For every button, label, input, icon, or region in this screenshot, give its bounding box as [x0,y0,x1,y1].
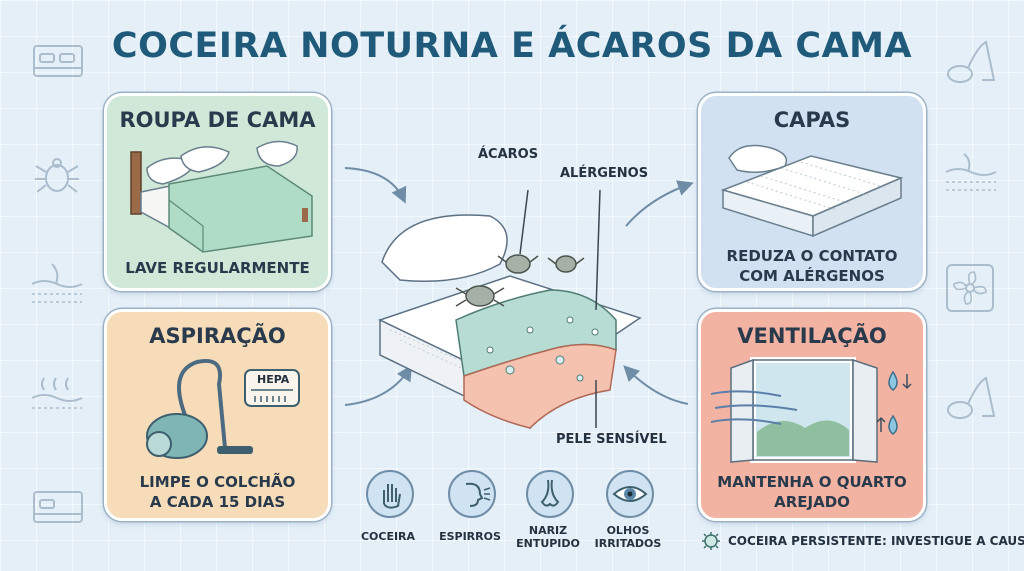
card-vacuum-caption-1: LIMPE O COLCHÃO [139,473,296,491]
symptom-label-4b: IRRITADOS [594,537,662,550]
card-vacuum-caption-2: A CADA 15 DIAS [149,493,286,511]
mattress-cover-illustration [720,144,904,238]
sensitive-skin-label: PELE SENSÍVEL [556,432,667,447]
vacuum-icon-edge-2 [947,376,996,419]
hepa-label: HEPA [257,373,290,386]
mattress-cross-section [378,189,642,430]
bed-illustration [130,140,313,253]
card-covers: CAPAS REDUZA O CONTATO COM ALÉRGENOS [698,93,926,291]
symptom-label-2: ESPIRROS [439,530,501,543]
hand-scratch-icon [366,470,414,518]
fan-icon [946,264,994,312]
symptom-label-1: COCEIRA [360,530,416,543]
card-ventilation-caption-2: AREJADO [774,493,850,511]
card-vacuum-title: ASPIRAÇÃO [149,324,286,348]
sneeze-icon [448,470,496,518]
arrow-covers [625,180,694,227]
card-covers-caption-2: COM ALÉRGENOS [739,267,885,285]
skin-hair-icon [31,263,83,303]
card-ventilation-caption-1: MANTENHA O QUARTO [717,473,907,491]
skin-heat-icon [31,377,83,409]
arrow-vacuum [344,364,413,406]
bed-icon [33,45,83,77]
mite-icon [35,158,79,193]
card-covers-caption-1: REDUZA O CONTATO [726,247,898,265]
card-covers-title: CAPAS [773,108,851,132]
nose-icon [526,470,574,518]
skin-hair-icon-right [945,153,997,191]
arrow-ventilation [623,365,689,405]
symptom-label-4a: OLHOS [606,524,650,537]
page-title: COCEIRA NOTURNA E ÁCAROS DA CAMA [111,26,913,66]
bed-icon-bottom [33,491,83,523]
card-ventilation: VENTILAÇÃO MANTENHA O QUARTO AREJADO [698,309,926,521]
card-ventilation-title: VENTILAÇÃO [737,324,887,348]
allergen-icon [702,532,720,550]
window-illustration [710,357,912,463]
symptom-label-3a: NARIZ [528,524,568,537]
allergens-label: ALÉRGENOS [560,166,649,181]
card-bedding-caption: LAVE REGULARMENTE [125,259,310,277]
vacuum-illustration [146,359,300,459]
card-bedding: ROUPA DE CAMA LAVE REGULARMENTE [104,93,331,291]
note-text: COCEIRA PERSISTENTE: INVESTIGUE A CAUSA [728,534,1024,548]
symptom-label-3b: ENTUPIDO [516,537,580,550]
mites-label: ÁCAROS [478,147,539,162]
card-vacuum: ASPIRAÇÃO HEPA LIMPE O COLCHÃO A CADA 15… [104,309,331,521]
eye-icon [606,470,654,518]
card-bedding-title: ROUPA DE CAMA [119,108,316,132]
arrow-bedding [344,167,407,204]
vacuum-icon-edge [947,40,996,83]
